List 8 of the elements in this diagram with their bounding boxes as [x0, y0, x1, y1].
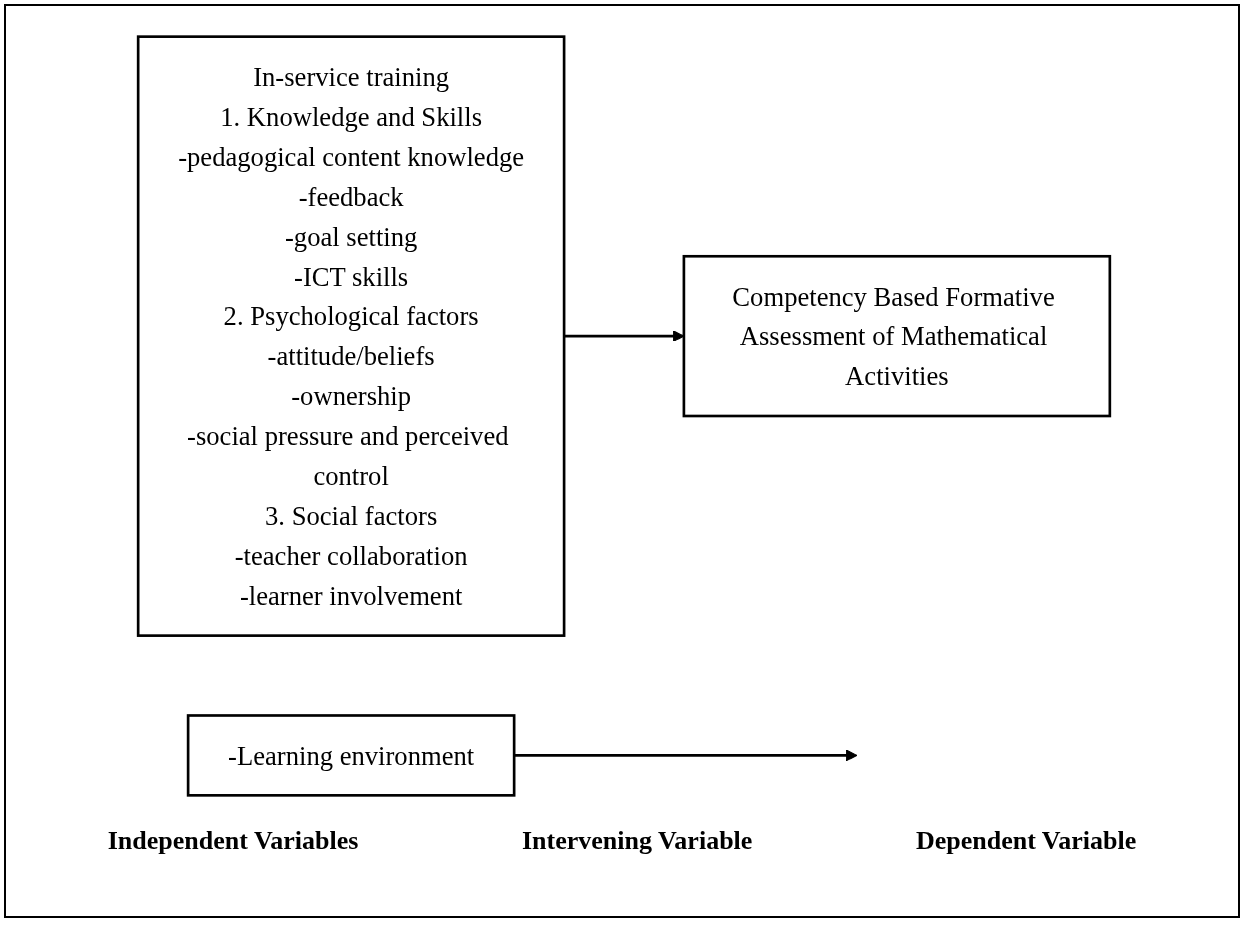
node-box	[682, 254, 1112, 418]
flowchart: In-service training 1. Knowledge and Skills -pedagogical content knowledge -feedback -goal setting -ICT skills 2. Psychological factors -attitude/beliefs -ownership -social pressure and perceived control 3. Social factors -teacher collaboration -learner involvement Competency Based Formative Assessment of Mathematical Activities -Learning environment	[26, 26, 1222, 806]
node-box	[186, 714, 516, 797]
node-box	[136, 35, 566, 637]
variable-caption: Dependent Variable	[915, 826, 1137, 856]
arrow	[514, 749, 858, 762]
variable-caption: Intervening Variable	[521, 826, 753, 856]
variable-caption: Independent Variables	[107, 826, 359, 856]
